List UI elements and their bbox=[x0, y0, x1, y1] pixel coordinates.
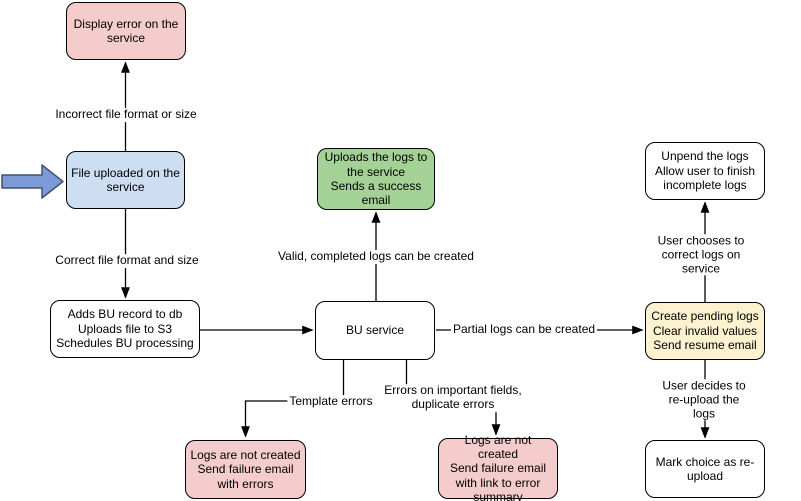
node-file-uploaded-label: File uploaded on the service bbox=[71, 165, 180, 194]
node-fail-template-errors[interactable]: Logs are not created Send failure email … bbox=[185, 440, 306, 499]
edge-label-user-reupload: User decides to re-upload the logs bbox=[655, 378, 753, 421]
node-create-pending-logs[interactable]: Create pending logs Clear invalid values… bbox=[645, 302, 765, 360]
edge-label-valid-logs: Valid, completed logs can be created bbox=[276, 249, 476, 264]
node-bu-service-label: BU service bbox=[345, 323, 404, 338]
node-create-pending-logs-label: Create pending logs Clear invalid values… bbox=[651, 309, 759, 353]
edge-label-incorrect-format: Incorrect file format or size bbox=[53, 107, 199, 122]
node-bu-service[interactable]: BU service bbox=[315, 301, 435, 360]
node-fail-error-summary[interactable]: Logs are not created Send failure email … bbox=[438, 433, 558, 501]
node-success-email[interactable]: Uploads the logs to the service Sends a … bbox=[317, 148, 435, 210]
node-display-error[interactable]: Display error on the service bbox=[66, 2, 186, 60]
node-adds-bu-record-label: Adds BU record to db Uploads file to S3 … bbox=[56, 307, 194, 351]
node-unpend-logs[interactable]: Unpend the logs Allow user to finish inc… bbox=[645, 142, 765, 200]
entry-arrow-icon bbox=[1, 164, 64, 199]
node-file-uploaded[interactable]: File uploaded on the service bbox=[66, 151, 185, 209]
node-mark-reupload[interactable]: Mark choice as re- upload bbox=[645, 440, 765, 498]
node-mark-reupload-label: Mark choice as re- upload bbox=[655, 454, 755, 483]
edge-label-user-correct: User chooses to correct logs on service bbox=[651, 233, 751, 276]
node-fail-error-summary-label: Logs are not created Send failure email … bbox=[449, 432, 547, 501]
node-success-email-label: Uploads the logs to the service Sends a … bbox=[324, 150, 428, 208]
node-display-error-label: Display error on the service bbox=[73, 16, 179, 45]
edge-label-important-errors: Errors on important fields, duplicate er… bbox=[382, 383, 524, 412]
node-unpend-logs-label: Unpend the logs Allow user to finish inc… bbox=[654, 149, 756, 193]
edge-label-template-errors: Template errors bbox=[287, 394, 375, 409]
node-adds-bu-record[interactable]: Adds BU record to db Uploads file to S3 … bbox=[50, 300, 200, 358]
edge-label-correct-format: Correct file format and size bbox=[53, 253, 201, 268]
edge-label-partial-logs: Partial logs can be created bbox=[450, 322, 598, 337]
node-fail-template-errors-label: Logs are not created Send failure email … bbox=[190, 447, 301, 491]
